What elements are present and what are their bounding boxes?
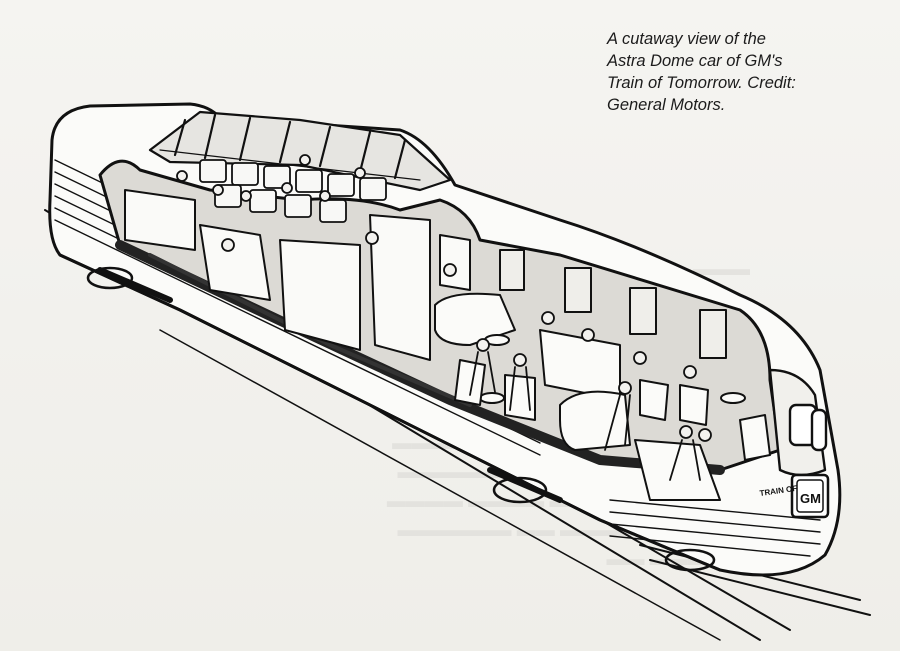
gm-logo-emblem (790, 473, 830, 519)
passengers (176, 154, 712, 481)
caption-line-2: Astra Dome car of GM's (607, 52, 783, 70)
lounge-windows (499, 249, 727, 359)
figure-caption: A cutaway view of the Astra Dome car of … (607, 28, 867, 116)
observation-end (768, 368, 828, 477)
lower-compartments (124, 189, 471, 361)
lounge-furniture (434, 292, 771, 501)
gm-logo-text: GM (800, 491, 821, 506)
caption-line-1: A cutaway view of the (607, 30, 766, 48)
caption-line-4: General Motors. (607, 96, 726, 114)
caption-line-3: Train of Tomorrow. Credit: (607, 74, 796, 92)
astra-dome (148, 110, 452, 192)
dome-seats (199, 159, 387, 223)
